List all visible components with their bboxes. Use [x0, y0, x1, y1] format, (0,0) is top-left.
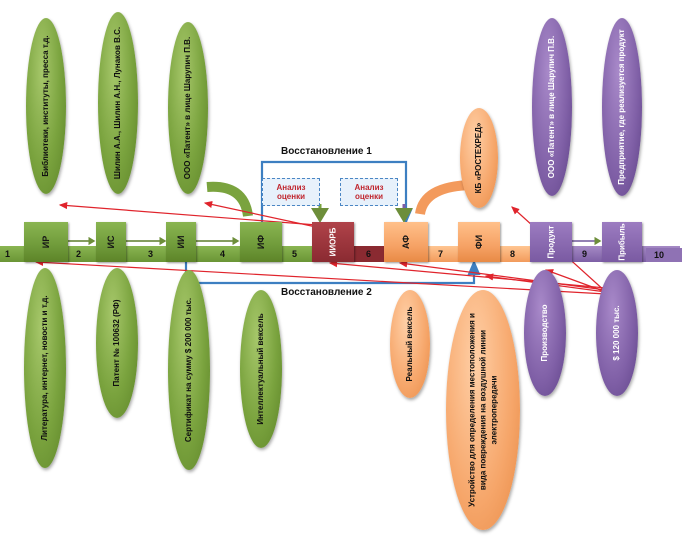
block-label: ИР — [41, 235, 51, 249]
block-label: Продукт — [546, 225, 556, 259]
stage-number: 6 — [366, 249, 372, 259]
oval-patent-company-2: ООО «Патент» в лице Шарупич П.В. — [532, 18, 572, 196]
oval-text: Интеллектуальный вексель — [256, 313, 265, 425]
oval-production: Производство — [524, 270, 566, 396]
block-fi[interactable]: ФИ — [458, 222, 500, 262]
oval-text: Реальный вексель — [405, 306, 414, 382]
oval-enterprise: Предприятие, где реализуется продукт — [602, 18, 642, 196]
oval-kb-rostekhred: КБ «РОСТЕХРЕД» — [460, 108, 498, 208]
chain-bar-end — [646, 248, 682, 262]
restoration-1-label: Восстановление 1 — [281, 146, 372, 157]
oval-patent-number: Патент № 100632 (РФ) — [96, 268, 138, 418]
feed-arrow-green — [206, 181, 253, 217]
red-arrow — [203, 201, 331, 231]
restoration-2-label: Восстановление 2 — [281, 287, 372, 298]
stage-number: 9 — [582, 249, 588, 259]
block-ii[interactable]: ИИ — [166, 222, 196, 262]
oval-text: ООО «Патент» в лице Шарупич П.В. — [183, 36, 192, 180]
block-ir[interactable]: ИР — [24, 222, 68, 262]
oval-text: Шилин А.А., Шилин А.Н., Лунаков В.С. — [113, 26, 122, 180]
red-arrow — [58, 201, 331, 227]
oval-text: Патент № 100632 (РФ) — [112, 299, 121, 387]
block-label: ИС — [106, 235, 116, 249]
red-arrow — [398, 260, 607, 291]
block-profit[interactable]: Прибыль — [602, 222, 642, 262]
stage-number: 5 — [292, 249, 298, 259]
oval-certificate: Сертификат на сумму $ 200 000 тыс. — [168, 270, 210, 470]
red-arrow — [34, 258, 607, 295]
oval-text: Сертификат на сумму $ 200 000 тыс. — [184, 297, 193, 443]
block-is[interactable]: ИС — [96, 222, 126, 262]
oval-text: ООО «Патент» в лице Шарупич П.В. — [547, 35, 556, 179]
analysis-box: Анализ оценки — [262, 178, 320, 206]
stage-number: 3 — [148, 249, 154, 259]
stage-number: 2 — [76, 249, 82, 259]
stage-number: 1 — [5, 249, 11, 259]
block-iiorb[interactable]: ИИОРБ — [312, 222, 354, 262]
oval-text: Библиотеки, институты, пресса т.д. — [41, 35, 50, 177]
block-product[interactable]: Продукт — [530, 222, 572, 262]
stage-number: 10 — [654, 250, 665, 260]
oval-patent-company: ООО «Патент» в лице Шарупич П.В. — [168, 22, 208, 194]
analysis-box-text: Анализ оценки — [354, 183, 384, 201]
analysis-box: Анализ оценки — [340, 178, 398, 206]
block-label: ИФ — [256, 234, 266, 250]
oval-amount: $ 120 000 тыс. — [596, 270, 638, 396]
block-label: АФ — [401, 235, 411, 249]
stage-number: 8 — [510, 249, 516, 259]
stage-number: 7 — [438, 249, 444, 259]
block-label: ИИОРБ — [328, 227, 338, 257]
block-if[interactable]: ИФ — [240, 222, 282, 262]
oval-real-bill: Реальный вексель — [390, 290, 430, 398]
oval-device: Устройство для определения местоположени… — [446, 290, 520, 530]
stage-number: 4 — [220, 249, 226, 259]
oval-text: $ 120 000 тыс. — [612, 305, 621, 361]
oval-text: Устройство для определения местоположени… — [467, 313, 499, 507]
block-label: ФИ — [474, 234, 484, 250]
oval-libraries: Библиотеки, институты, пресса т.д. — [26, 18, 66, 194]
chain-bar-green — [0, 246, 312, 262]
block-af[interactable]: АФ — [384, 222, 428, 262]
block-label: Прибыль — [617, 223, 627, 261]
oval-text: Литература, интернет, новости и т.д. — [40, 295, 49, 441]
red-arrow — [544, 269, 607, 293]
oval-text: КБ «РОСТЕХРЕД» — [474, 122, 483, 194]
analysis-box-text: Анализ оценки — [276, 183, 306, 201]
oval-intellectual-bill: Интеллектуальный вексель — [240, 290, 282, 448]
oval-literature: Литература, интернет, новости и т.д. — [24, 268, 66, 468]
oval-text: Предприятие, где реализуется продукт — [617, 29, 626, 185]
block-label: ИИ — [176, 235, 186, 249]
oval-text: Производство — [540, 304, 549, 362]
oval-authors: Шилин А.А., Шилин А.Н., Лунаков В.С. — [98, 12, 138, 194]
